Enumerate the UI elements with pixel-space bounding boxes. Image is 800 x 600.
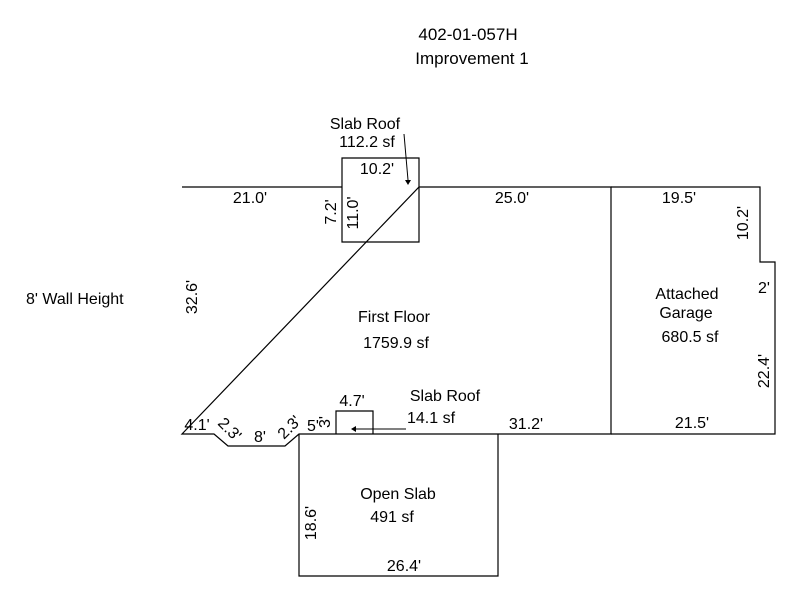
slab-roof-bottom-arrowhead [351, 426, 356, 432]
dim-top-middle: 25.0' [495, 190, 529, 207]
dim-bottom-diag-right: 2.3' [275, 413, 305, 443]
slab-roof-bottom-name: Slab Roof [410, 388, 481, 405]
slab-roof-top-pointer [403, 133, 409, 181]
open-slab-area: 491 sf [370, 509, 414, 526]
garage-outline [611, 186, 776, 435]
dim-garage-notch: 2' [758, 280, 770, 297]
dim-slab-bottom-side: 3' [317, 416, 334, 428]
dim-top-left: 21.0' [233, 190, 267, 207]
open-slab-name: Open Slab [360, 486, 436, 503]
dim-bottom-diag-left: 2.3' [214, 415, 244, 445]
garage-name-line2: Garage [659, 305, 712, 322]
first-floor-name: First Floor [358, 309, 431, 326]
dim-bottom-left: 4.1' [184, 417, 209, 434]
first-floor-outline [180, 186, 612, 447]
dim-open-slab-left: 18.6' [303, 506, 320, 540]
slab-roof-bottom-outline [335, 410, 374, 434]
dim-garage-right-upper: 10.2' [735, 206, 752, 240]
parcel-id: 402-01-057H [418, 25, 517, 44]
improvement-label: Improvement 1 [415, 49, 528, 68]
slab-roof-top-outline [341, 157, 420, 243]
slab-roof-top-arrowhead [405, 180, 411, 185]
garage-area: 680.5 sf [662, 329, 719, 346]
wall-height-label: 8' Wall Height [26, 291, 124, 308]
dim-garage-bottom: 21.5' [675, 415, 709, 432]
first-floor-area: 1759.9 sf [363, 335, 429, 352]
dim-bottom-flat: 8' [254, 429, 266, 446]
dim-slab-top-left-outer: 7.2' [323, 199, 340, 224]
slab-roof-top-area: 112.2 sf [339, 134, 395, 151]
open-slab-outline [298, 434, 499, 577]
dim-bottom-right: 31.2' [509, 416, 543, 433]
dim-slab-top-width: 10.2' [360, 161, 394, 178]
dim-garage-right-lower: 22.4' [756, 354, 773, 388]
slab-roof-top-name: Slab Roof [330, 116, 401, 133]
dim-slab-top-left-inner: 11.0' [345, 196, 362, 229]
dim-bottom-short: 5' [307, 418, 319, 435]
slab-roof-bottom-area: 14.1 sf [407, 410, 456, 427]
garage-name-line1: Attached [655, 286, 718, 303]
dim-slab-bottom-width: 4.7' [339, 393, 364, 410]
dim-left-side: 32.6' [184, 280, 201, 314]
dim-open-slab-bottom: 26.4' [387, 558, 421, 575]
dim-top-garage: 19.5' [662, 190, 696, 207]
